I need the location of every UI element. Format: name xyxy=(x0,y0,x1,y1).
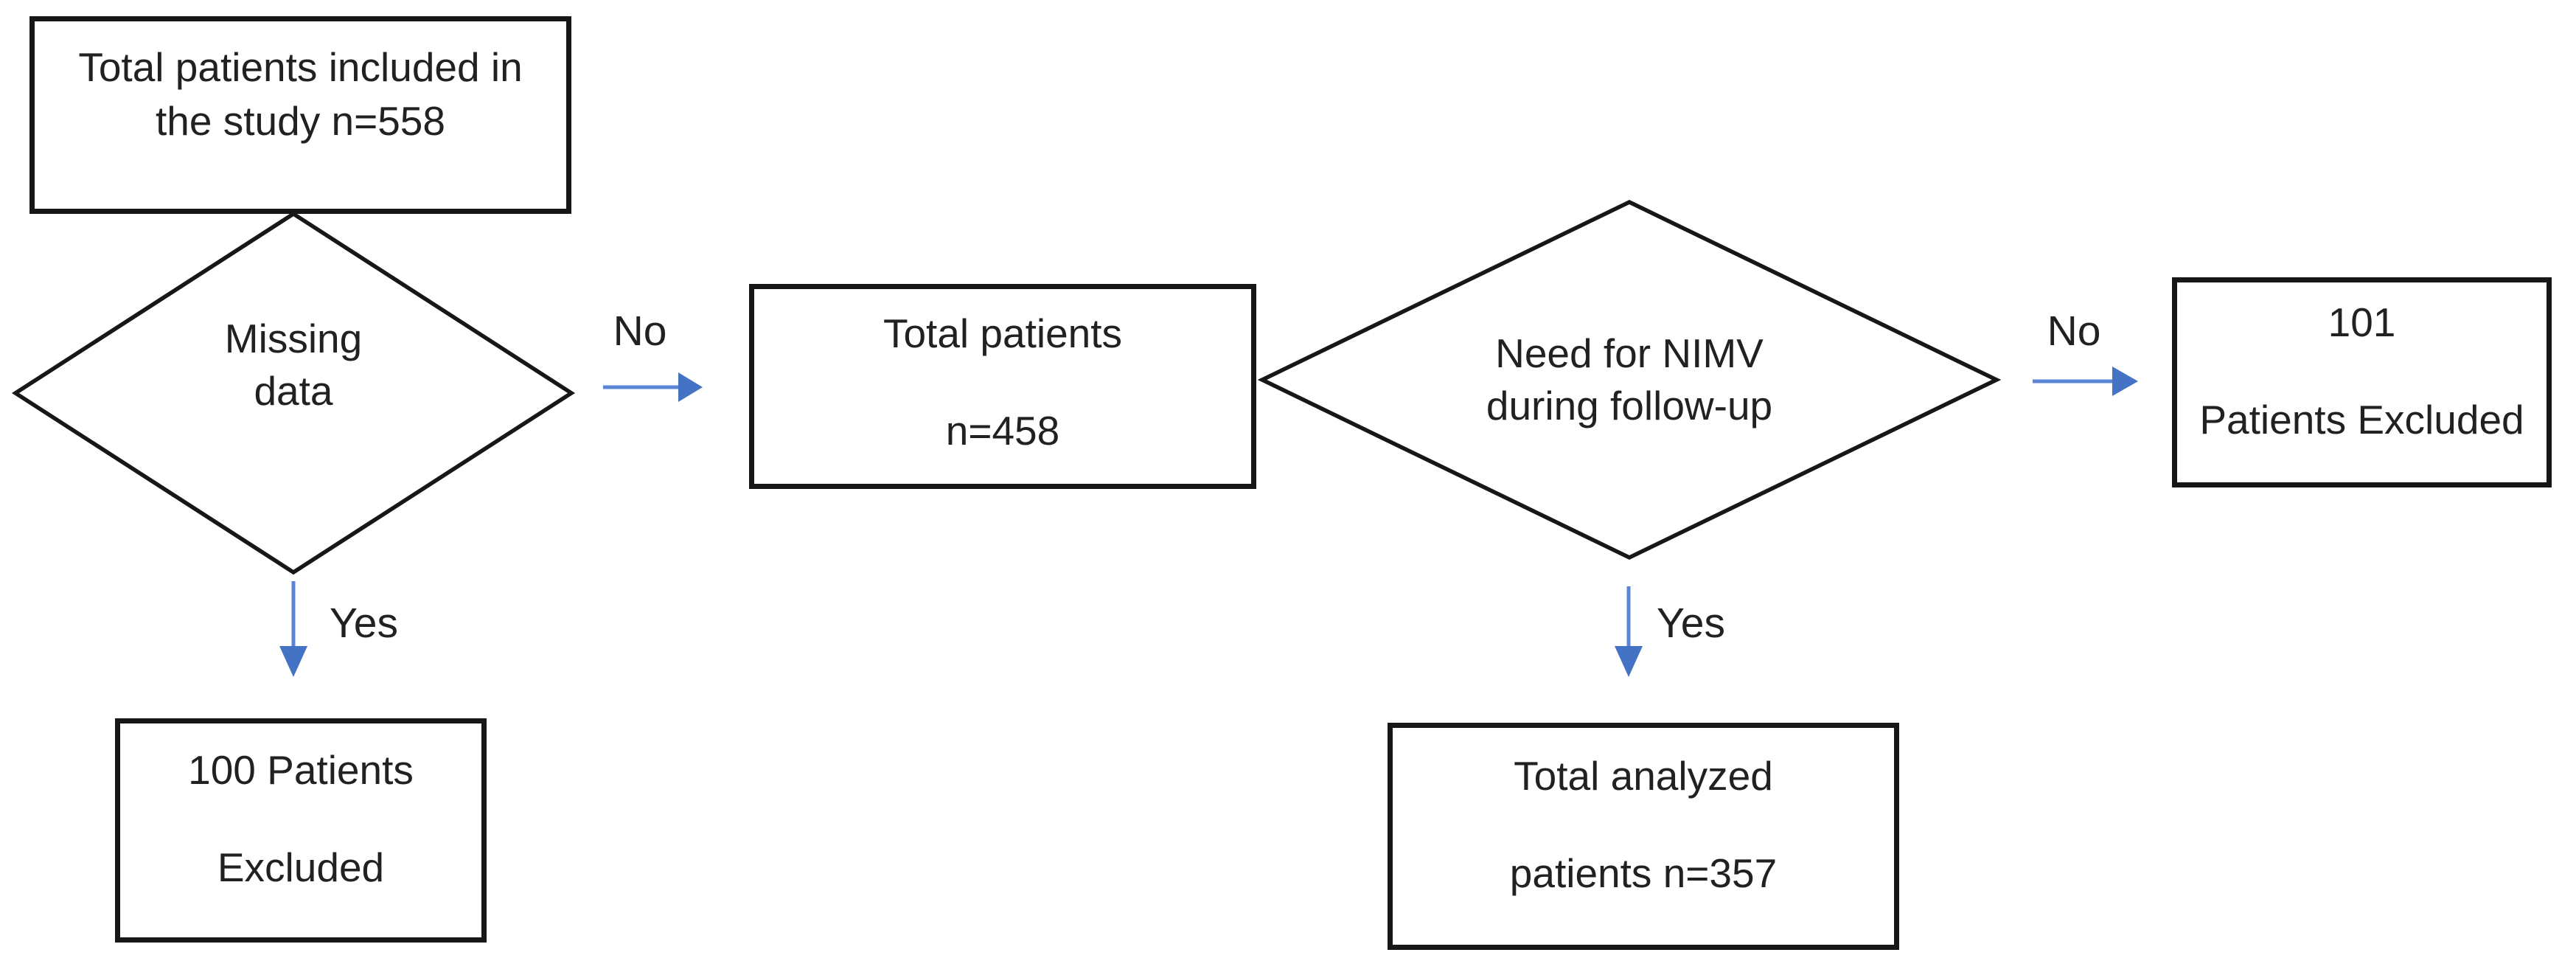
node-excluded-nimv-line1: 101 xyxy=(2328,299,2396,345)
decision-missing-data-label: Missing data xyxy=(72,313,515,417)
node-excluded-missing-line1: 100 Patients xyxy=(188,747,414,793)
node-total-included-line1: Total patients included in xyxy=(78,44,523,90)
node-excluded-missing: 100 Patients Excluded xyxy=(115,718,487,943)
decision-nimv-label: Need for NIMV during follow-up xyxy=(1371,327,1887,432)
decision-nimv-shape xyxy=(1257,199,2002,560)
label-missing-no: No xyxy=(613,308,667,355)
label-nimv-yes: Yes xyxy=(1657,600,1725,647)
decision-missing-data-line1: Missing xyxy=(224,316,363,361)
node-excluded-nimv-line2: Patients Excluded xyxy=(2199,396,2524,442)
decision-nimv-line2: during follow-up xyxy=(1486,383,1773,428)
node-total-patients-line1: Total patients xyxy=(883,310,1123,356)
node-analyzed-line2: patients n=357 xyxy=(1509,850,1778,896)
decision-nimv-line1: Need for NIMV xyxy=(1495,330,1764,376)
node-total-included: Total patients included in the study n=5… xyxy=(29,16,571,214)
node-analyzed: Total analyzed patients n=357 xyxy=(1388,723,1899,950)
arrow-missing-yes-icon xyxy=(279,581,307,677)
node-analyzed-line1: Total analyzed xyxy=(1514,753,1773,799)
node-excluded-missing-line2: Excluded xyxy=(217,844,385,890)
arrow-nimv-no-icon xyxy=(2033,367,2138,396)
node-total-included-line2: the study n=558 xyxy=(156,98,445,144)
label-nimv-no: No xyxy=(2047,308,2101,355)
arrow-nimv-yes-icon xyxy=(1615,586,1643,677)
node-total-patients-line2: n=458 xyxy=(945,408,1060,454)
node-total-patients: Total patients n=458 xyxy=(749,284,1256,489)
decision-missing-data-shape xyxy=(11,211,576,575)
node-excluded-nimv: 101 Patients Excluded xyxy=(2172,277,2552,487)
label-missing-yes: Yes xyxy=(330,600,398,647)
decision-missing-data-line2: data xyxy=(254,368,333,414)
arrow-missing-no-icon xyxy=(603,372,703,402)
